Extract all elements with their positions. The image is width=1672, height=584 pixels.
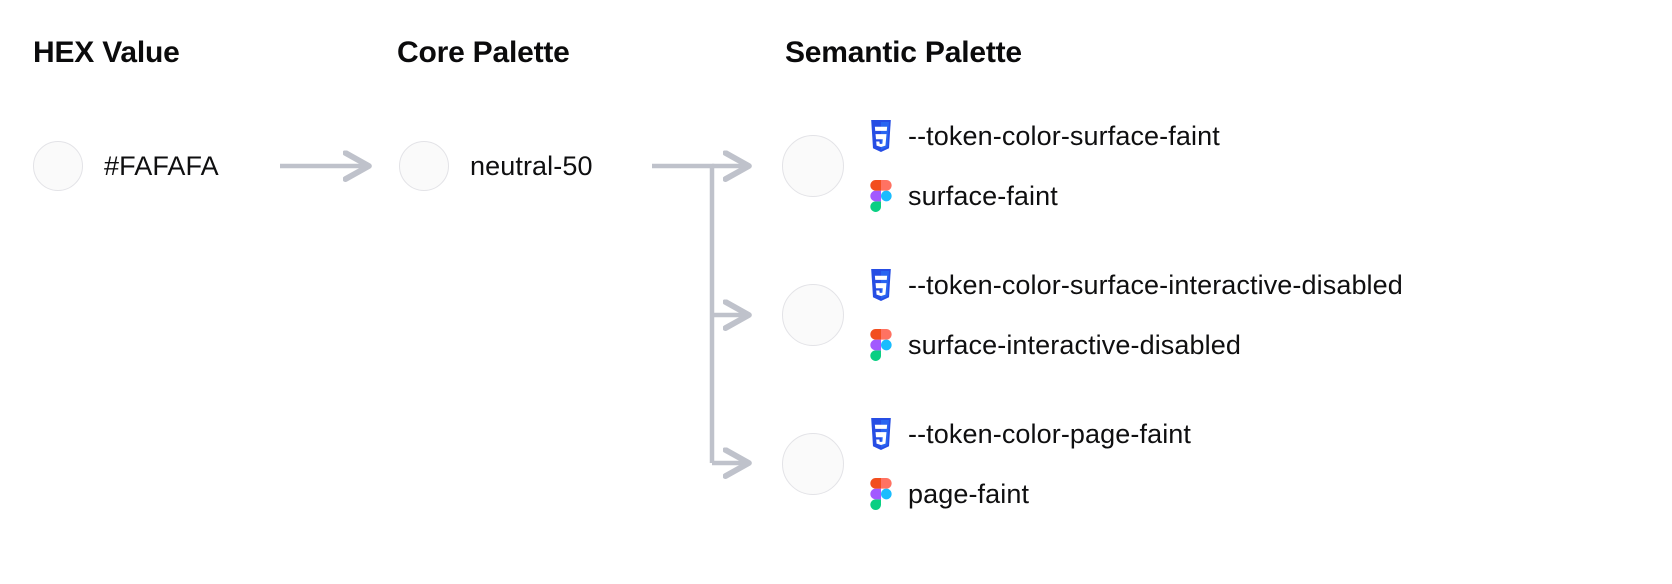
css3-icon [871, 269, 891, 301]
figma-token-line: page-faint [866, 476, 1666, 512]
semantic-row: --token-color-surface-interactive-disabl… [866, 267, 1666, 363]
semantic-row: --token-color-page-faint page-faint [866, 416, 1666, 512]
swatch-hex-value [33, 141, 83, 191]
swatch-semantic-surface-interactive-disabled [782, 284, 844, 346]
arrow-core-branch-trunk [652, 163, 715, 463]
css-token-line: --token-color-surface-faint [866, 118, 1666, 154]
css-token-label: --token-color-surface-faint [908, 120, 1220, 151]
css-token-line: --token-color-page-faint [866, 416, 1666, 452]
css-token-label: --token-color-surface-interactive-disabl… [908, 269, 1403, 300]
figma-token-label: page-faint [908, 478, 1030, 509]
figma-icon [870, 329, 892, 361]
swatch-semantic-surface-faint [782, 135, 844, 197]
figma-token-line: surface-interactive-disabled [866, 327, 1666, 363]
hex-value-label: #FAFAFA [104, 151, 219, 181]
figma-token-label: surface-interactive-disabled [908, 329, 1241, 360]
column-heading-core-palette: Core Palette [397, 36, 570, 69]
figma-token-line: surface-faint [866, 178, 1666, 214]
figma-token-label: surface-faint [908, 180, 1058, 211]
column-heading-semantic-palette: Semantic Palette [785, 36, 1022, 69]
swatch-semantic-page-faint [782, 433, 844, 495]
css-token-label: --token-color-page-faint [908, 418, 1192, 449]
semantic-row: --token-color-surface-faint surface-fain… [866, 118, 1666, 214]
css3-icon [871, 418, 891, 450]
swatch-core-palette [399, 141, 449, 191]
css-token-line: --token-color-surface-interactive-disabl… [866, 267, 1666, 303]
figma-icon [870, 478, 892, 510]
css3-icon [871, 120, 891, 152]
column-heading-hex-value: HEX Value [33, 36, 180, 69]
core-palette-label: neutral-50 [470, 151, 593, 181]
figma-icon [870, 180, 892, 212]
